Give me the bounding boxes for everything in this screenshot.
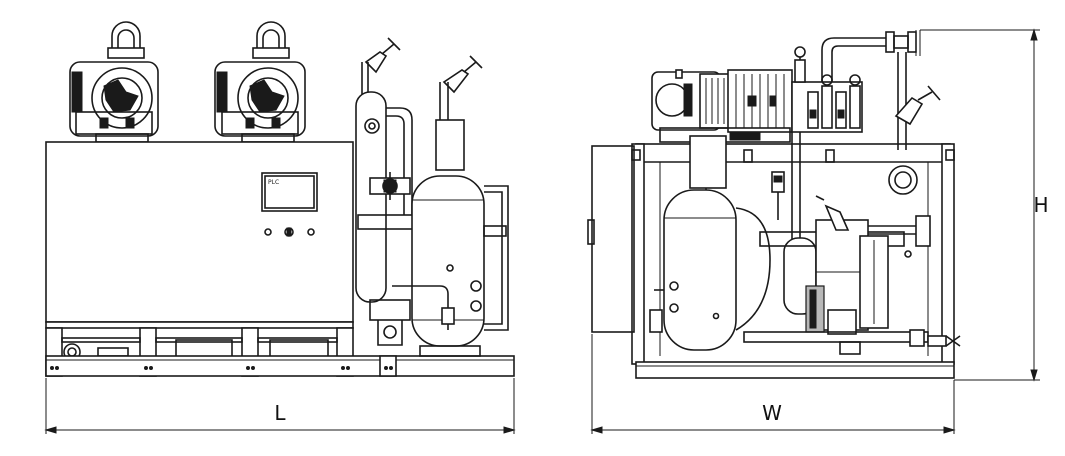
suction-line: [771, 132, 801, 240]
oil-separator: [355, 62, 414, 303]
service-valves: [791, 46, 863, 133]
side-view: [587, 30, 961, 379]
compressor-side: [651, 69, 793, 143]
angle-valve: [894, 85, 941, 126]
indicator-light-icon: [264, 228, 272, 236]
shutoff-valve-2: [442, 55, 483, 94]
sight-glass-icon: [364, 118, 380, 134]
separator-side: [649, 135, 835, 351]
front-view: PLC: [45, 21, 515, 377]
side-frame: [587, 143, 955, 379]
discharge-pipe: [821, 30, 921, 195]
liquid-receiver: [392, 82, 509, 357]
compressor-right: [214, 21, 306, 143]
base-frame-front: [45, 355, 515, 377]
bottom-pipe: [743, 329, 961, 355]
control-display: [261, 172, 318, 212]
height-dimension: H: [920, 28, 1049, 382]
filter-drier: [369, 172, 411, 346]
angle-valve-mid: [815, 195, 850, 231]
height-label: H: [1033, 193, 1048, 217]
length-dimension: L: [44, 378, 516, 434]
receiver-side: [759, 215, 931, 335]
control-panel-label: PLC: [268, 179, 279, 186]
compressor-left: [69, 21, 159, 143]
length-label: L: [274, 401, 286, 425]
width-dimension: W: [590, 334, 956, 434]
width-label: W: [762, 401, 782, 425]
side-panel: [591, 145, 635, 333]
shutoff-valve-1: [364, 37, 401, 74]
indicator-light-icon: [307, 228, 315, 236]
electrical-cabinet: PLC: [45, 141, 354, 323]
